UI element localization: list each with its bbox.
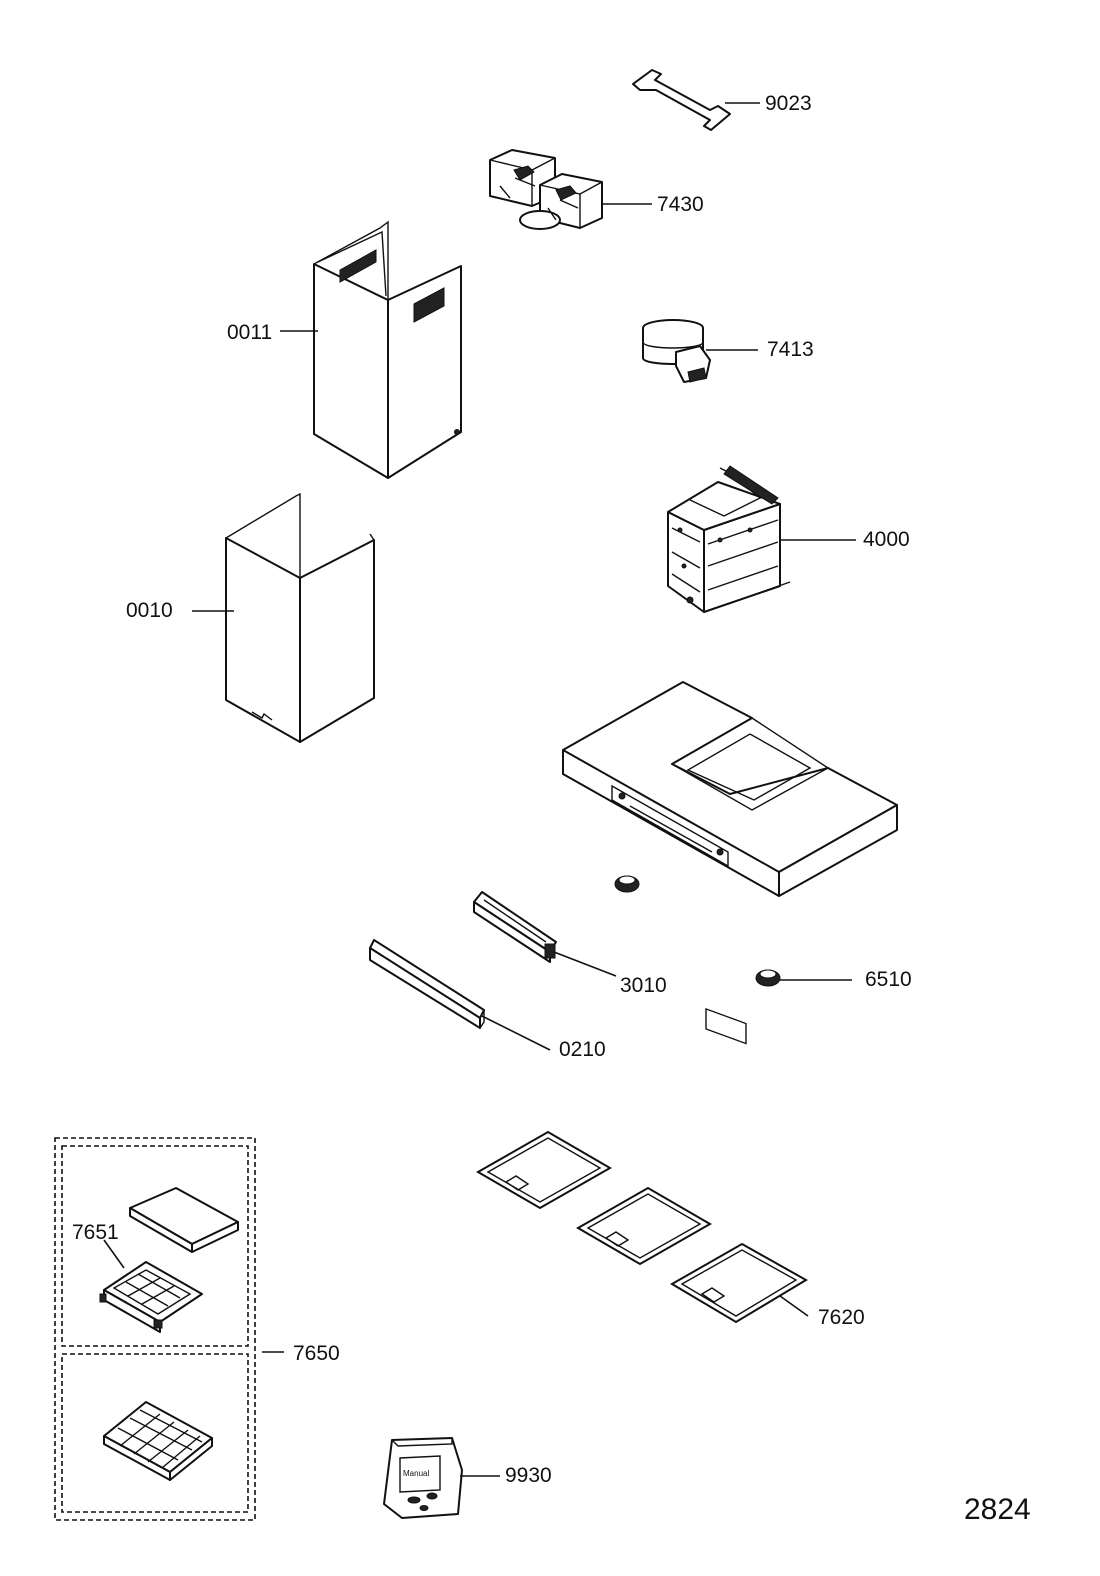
control-panel-0210-drawing — [369, 939, 485, 1029]
grease-filter-3-drawing — [670, 1242, 808, 1324]
filter-kit-7650-frame — [54, 1137, 256, 1521]
label-7430: 7430 — [657, 193, 704, 216]
label-9930: 9930 — [505, 1464, 552, 1487]
leader-0210 — [481, 1015, 551, 1051]
knob-drawing — [614, 875, 640, 893]
label-3010: 3010 — [620, 974, 667, 997]
leader-7620 — [779, 1295, 809, 1317]
outlet-ring-7413-drawing — [642, 319, 711, 383]
drawing-number: 2824 — [964, 1493, 1031, 1526]
carbon-filter-pad-drawing — [129, 1187, 239, 1253]
label-4000: 4000 — [863, 528, 910, 551]
label-7650: 7650 — [293, 1342, 340, 1365]
control-bracket-3010-drawing — [473, 891, 557, 963]
motor-housing-4000-drawing — [667, 465, 791, 613]
label-7413: 7413 — [767, 338, 814, 361]
label-6510: 6510 — [865, 968, 912, 991]
manual-bag-9930-drawing: Manual — [383, 1437, 463, 1519]
manual-bag-text: Manual — [403, 1469, 429, 1478]
label-0011: 0011 — [227, 321, 272, 344]
label-9023: 9023 — [765, 92, 812, 115]
grease-filter-1-drawing — [475, 1130, 613, 1210]
leader-3010 — [553, 951, 617, 977]
upper-chimney-0011-drawing — [313, 220, 462, 479]
knob-6510-drawing — [755, 969, 781, 987]
hood-body-drawing — [562, 681, 898, 1045]
label-0210: 0210 — [559, 1038, 606, 1061]
label-0010: 0010 — [126, 599, 173, 622]
blower-7430-drawing — [489, 149, 603, 230]
label-7651: 7651 — [72, 1221, 119, 1244]
carbon-filter-cassette-drawing — [103, 1401, 213, 1481]
label-7620: 7620 — [818, 1306, 865, 1329]
bracket-9023-drawing — [632, 69, 731, 131]
filter-frame-7651-drawing — [99, 1261, 203, 1333]
lower-chimney-0010-drawing — [225, 492, 375, 743]
grease-filter-2-drawing — [575, 1186, 713, 1266]
leader-7651 — [103, 1239, 125, 1269]
